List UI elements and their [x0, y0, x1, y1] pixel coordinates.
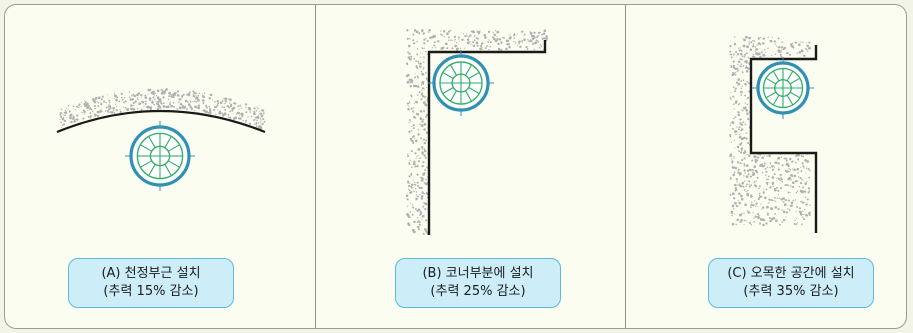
jet-fan-icon [752, 57, 814, 119]
panel-divider [625, 5, 626, 328]
recess-concrete-texture [729, 35, 811, 227]
recess-wall [749, 45, 818, 233]
caption-b-title: (B) 코너부분에 설치 [422, 266, 534, 281]
caption-c-title: (C) 오목한 공간에 설치 [727, 266, 855, 281]
caption-a-title: (A) 천정부근 설치 [101, 266, 201, 281]
panel-divider [315, 5, 316, 328]
ceiling-surface [56, 109, 266, 134]
corner-wall [427, 40, 547, 235]
corner-concrete-texture [405, 28, 549, 235]
ceiling-concrete-texture [59, 88, 266, 130]
diagram-frame: (A) 천정부근 설치 (추력 15% 감소) (B) 코너부분에 설치 (추력… [4, 4, 907, 329]
caption-a: (A) 천정부근 설치 (추력 15% 감소) [68, 258, 234, 308]
installation-drawings [56, 28, 818, 235]
jet-fan-icon [428, 50, 494, 116]
panel-c-drawing [729, 35, 818, 233]
jet-fan-icon [125, 121, 195, 191]
caption-c-subtitle: (추력 35% 감소) [743, 284, 839, 299]
caption-b: (B) 코너부분에 설치 (추력 25% 감소) [395, 258, 561, 308]
caption-c: (C) 오목한 공간에 설치 (추력 35% 감소) [708, 258, 874, 308]
caption-a-subtitle: (추력 15% 감소) [103, 284, 199, 299]
panel-b-drawing [405, 28, 549, 235]
caption-b-subtitle: (추력 25% 감소) [430, 284, 526, 299]
panel-a-drawing [56, 88, 266, 191]
